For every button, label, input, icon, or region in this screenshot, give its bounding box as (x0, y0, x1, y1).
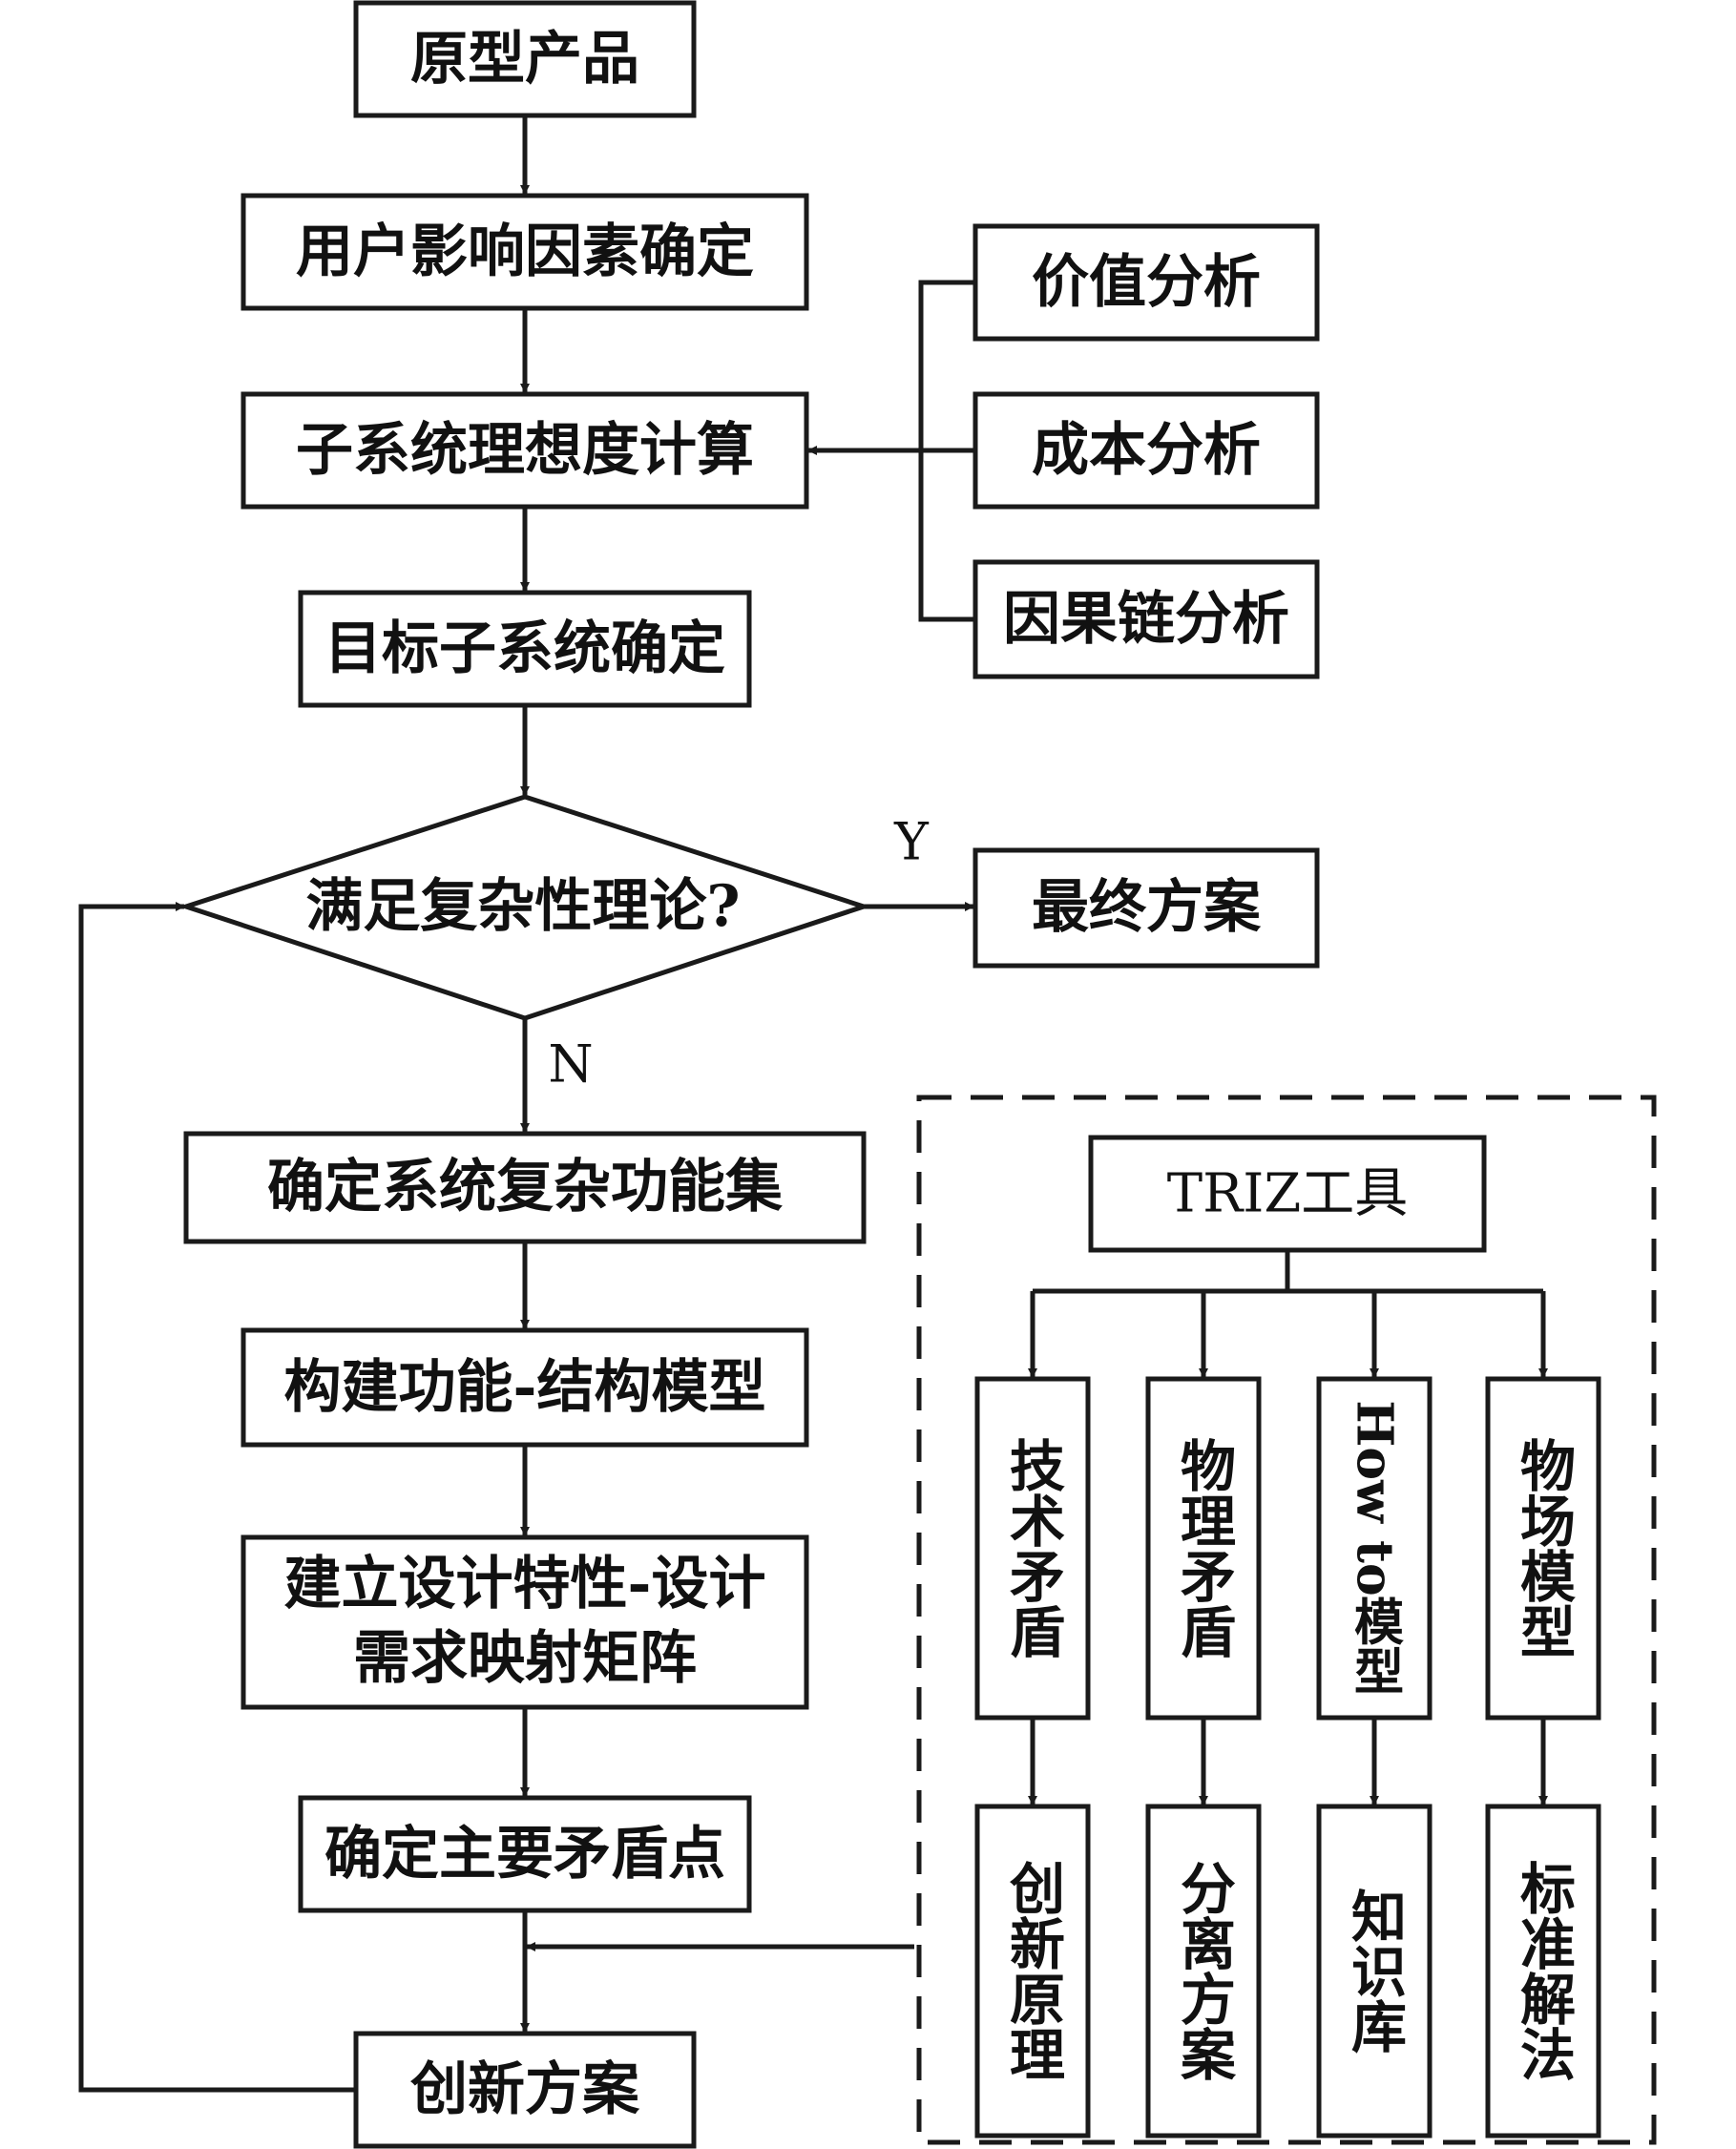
result-separation-schemes-label: 分离方案 (1171, 1860, 1236, 2081)
node-innovation-solution: 创新方案 (353, 2031, 697, 2149)
node-final-solution-label: 最终方案 (1032, 874, 1262, 941)
node-mapping-matrix-label-line2: 需求映射矩阵 (353, 1625, 697, 1692)
tool-substance-field-model-label: 物场模型 (1511, 1437, 1576, 1659)
node-decision-label: 满足复杂性理论? (305, 873, 740, 940)
node-value-analysis-label: 价值分析 (1032, 249, 1261, 316)
tool-physical-contradiction-label: 物理矛盾 (1171, 1437, 1236, 1659)
node-function-structure-label: 构建功能-结构模型 (284, 1354, 766, 1421)
node-main-contradiction: 确定主要矛盾点 (298, 1795, 752, 1913)
node-cost-analysis-label: 成本分析 (1032, 417, 1261, 484)
node-user-factors: 用户影响因素确定 (241, 193, 809, 311)
tool-technical-contradiction: 技术矛盾 (974, 1376, 1091, 1721)
node-triz-title-label: TRIZ工具 (1167, 1163, 1409, 1225)
result-separation-schemes: 分离方案 (1145, 1804, 1262, 2139)
node-mapping-matrix-label-line1: 建立设计特性-设计 (284, 1551, 766, 1617)
node-causal-chain-analysis-label: 因果链分析 (1003, 586, 1289, 653)
node-causal-chain-analysis: 因果链分析 (973, 559, 1320, 679)
result-knowledge-base: 知识库 (1316, 1804, 1433, 2139)
yes-label: Y (893, 812, 930, 872)
node-complex-functions: 确定系统复杂功能集 (183, 1131, 867, 1244)
node-final-solution: 最终方案 (973, 847, 1320, 969)
node-prototype-label: 原型产品 (410, 26, 639, 93)
node-user-factors-label: 用户影响因素确定 (296, 219, 754, 285)
feedback-loop-line (78, 902, 356, 2093)
tool-substance-field-model: 物场模型 (1485, 1376, 1601, 1721)
node-ideality-calc-label: 子系统理想度计算 (296, 417, 754, 484)
node-triz-title: TRIZ工具 (1088, 1135, 1487, 1253)
node-target-subsystem: 目标子系统确定 (298, 590, 752, 708)
tool-physical-contradiction: 物理矛盾 (1145, 1376, 1262, 1721)
node-innovation-solution-label: 创新方案 (410, 2056, 640, 2123)
node-decision: 满足复杂性理论? (178, 794, 872, 1021)
node-function-structure: 构建功能-结构模型 (241, 1327, 809, 1448)
node-target-subsystem-label: 目标子系统确定 (324, 615, 725, 682)
triz-group-border (916, 1095, 1657, 2145)
node-complex-functions-label: 确定系统复杂功能集 (267, 1154, 783, 1221)
node-mapping-matrix: 建立设计特性-设计 需求映射矩阵 (241, 1534, 809, 1710)
node-main-contradiction-label: 确定主要矛盾点 (324, 1821, 725, 1888)
result-standard-solutions-label: 标准解法 (1511, 1860, 1576, 2081)
tool-how-to-model: How to模型 (1316, 1376, 1433, 1721)
no-label: N (548, 1034, 593, 1095)
node-prototype: 原型产品 (353, 0, 697, 118)
tool-how-to-model-label: How to模型 (1346, 1400, 1404, 1695)
result-innovation-principles: 创新原理 (974, 1804, 1091, 2139)
node-value-analysis: 价值分析 (973, 223, 1320, 342)
result-standard-solutions: 标准解法 (1485, 1804, 1601, 2139)
node-ideality-calc: 子系统理想度计算 (241, 391, 809, 510)
result-knowledge-base-label: 知识库 (1342, 1888, 1407, 2054)
tool-technical-contradiction-label: 技术矛盾 (1000, 1437, 1065, 1659)
result-innovation-principles-label: 创新原理 (1000, 1860, 1065, 2081)
node-cost-analysis: 成本分析 (973, 391, 1320, 510)
